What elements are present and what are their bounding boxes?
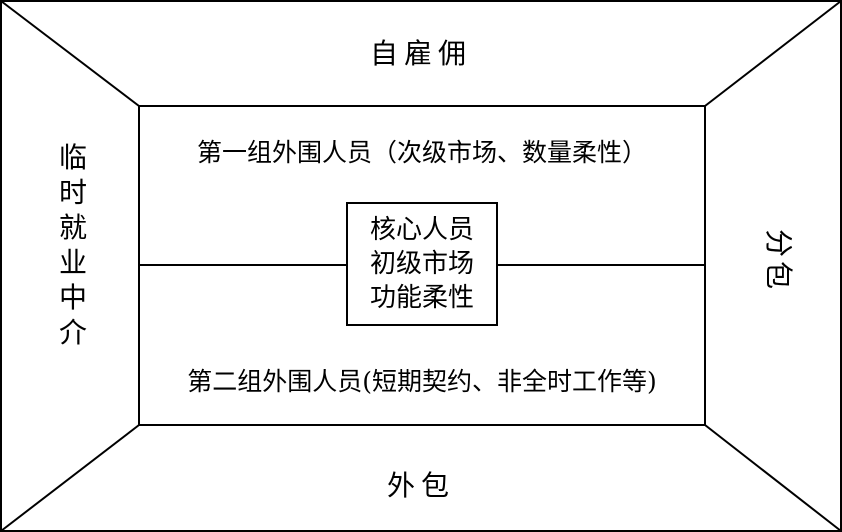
corner-line-bottom-left xyxy=(0,424,140,532)
right-label-subcontracting: 分包 xyxy=(762,229,795,294)
core-line-1: 核心人员 xyxy=(369,215,474,245)
bottom-label-outsourcing: 外包 xyxy=(386,469,455,502)
left-label-temp-agency: 临时就业中介 xyxy=(58,141,87,349)
core-line-3: 功能柔性 xyxy=(369,283,474,313)
core-line-2: 初级市场 xyxy=(369,249,474,279)
corner-line-bottom-right xyxy=(704,424,842,532)
first-peripheral-group-label: 第一组外围人员（次级市场、数量柔性） xyxy=(196,138,647,167)
core-workers-box: 核心人员 初级市场 功能柔性 xyxy=(346,202,498,326)
second-peripheral-group-label: 第二组外围人员(短期契约、非全时工作等) xyxy=(187,367,657,396)
corner-line-top-right xyxy=(704,0,842,107)
top-label-self-employment: 自雇佣 xyxy=(369,37,472,70)
corner-line-top-left xyxy=(0,0,140,107)
